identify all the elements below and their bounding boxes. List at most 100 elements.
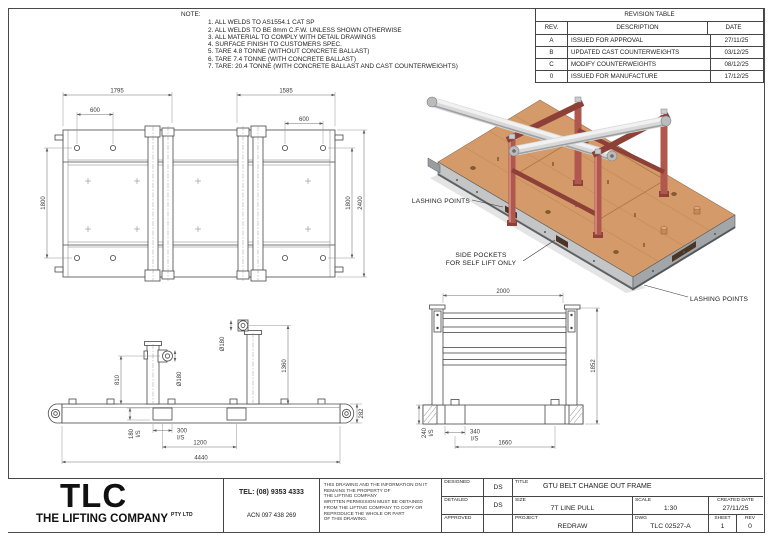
- dim-side-240: 240: [422, 427, 428, 438]
- note-item: 1. ALL WELDS TO AS1554.1 CAT SP: [208, 19, 315, 27]
- dim-front-4440: 4440: [194, 456, 208, 462]
- dim-front-300-is: I/S: [177, 436, 184, 442]
- revision-row: C MODIFY COUNTERWEIGHTS 08/12/25: [536, 59, 763, 71]
- dim-front-1200: 1200: [193, 441, 207, 447]
- dim-plan-1795: 1795: [110, 89, 124, 95]
- rev-cell-tb: REV 0: [737, 515, 763, 532]
- approved-label: APPROVED: [442, 515, 485, 532]
- dim-side-1852: 1852: [591, 359, 597, 373]
- scale-cell: SCALE 1:30: [633, 497, 709, 514]
- company-logo: TLC: [60, 477, 128, 514]
- dim-front-dia180-right: Ø180: [220, 336, 226, 351]
- dim-front-810: 810: [115, 374, 121, 385]
- drawing-sheet-border: [8, 8, 765, 533]
- designed-value: DS: [493, 484, 503, 491]
- iso-annotations: LASHING POINTS SIDE POCKETS FOR SELF LIF…: [412, 198, 749, 303]
- revision-table: REVISION TABLE REV. DESCRIPTION DATE A I…: [535, 8, 764, 83]
- size-cell: SIZE 7T LINE PULL: [513, 497, 633, 514]
- scale-value: 1:30: [663, 505, 678, 512]
- notes-title: NOTE:: [181, 11, 201, 18]
- iso-view: LASHING POINTS SIDE POCKETS FOR SELF LIF…: [412, 96, 749, 303]
- created-date-cell: CREATED DATE 27/11/25: [709, 497, 762, 514]
- dwg-label: DWG: [635, 516, 647, 521]
- description-col-header: DESCRIPTION: [568, 22, 708, 34]
- front-lashing-stubs: [68, 398, 326, 405]
- dim-side-340: 340: [470, 430, 481, 436]
- note-item: 7. TARE: 20.4 TONNE (WITH CONCRETE BALLA…: [208, 63, 458, 71]
- note-item: 5. TARE 4.8 TONNE (WITHOUT CONCRETE BALL…: [208, 48, 370, 56]
- title-cell: TITLE GTU BELT CHANGE OUT FRAME: [513, 479, 763, 496]
- rev-cell: B: [536, 47, 568, 58]
- title-row: TITLE GTU BELT CHANGE OUT FRAME: [513, 479, 763, 497]
- date-cell: 08/12/25: [724, 61, 749, 68]
- sheet-value: 1: [720, 523, 725, 530]
- project-cell: PROJECT REDRAW: [513, 515, 633, 532]
- note-item: 2. ALL WELDS TO BE 8mm C.F.W. UNLESS SHO…: [208, 26, 402, 34]
- detailed-row: DETAILED DS: [442, 497, 512, 515]
- iso-label-side-pockets-1: SIDE POCKETS: [455, 252, 507, 259]
- revision-row: 0 ISSUED FOR MANUFACTURE 17/12/25: [536, 71, 763, 82]
- dim-side-2000: 2000: [496, 289, 510, 295]
- revision-col-header: REV.: [536, 22, 568, 34]
- date-cell: 17/12/25: [724, 73, 749, 80]
- title-label: TITLE: [515, 480, 529, 485]
- company-suffix: PTY LTD: [171, 512, 193, 518]
- rev-cell: A: [536, 35, 568, 46]
- approved-row: APPROVED: [442, 515, 512, 532]
- dim-plan-600-left: 600: [90, 108, 101, 114]
- size-value: 7T LINE PULL: [550, 505, 595, 512]
- dim-plan-2400: 2400: [358, 196, 364, 210]
- iso-label-lashing-right: LASHING POINTS: [690, 296, 749, 303]
- created-date-value: 27/11/25: [722, 505, 749, 512]
- dim-front-180-is: I/S: [136, 430, 142, 437]
- dim-side-240-is: I/S: [429, 429, 435, 436]
- dim-front-282: 282: [359, 408, 365, 419]
- project-dwg-row: PROJECT REDRAW DWG TLC 02527-A SHEET 1 R…: [513, 515, 763, 532]
- notes-block: NOTE: 1. ALL WELDS TO AS1554.1 CAT SP 2.…: [181, 11, 458, 70]
- revision-row: A ISSUED FOR APPROVAL 27/11/25: [536, 35, 763, 47]
- dwg-number: TLC 02527-A: [650, 523, 691, 530]
- rev-label: REV: [744, 516, 756, 521]
- detailed-value: DS: [493, 502, 503, 509]
- size-scale-date-row: SIZE 7T LINE PULL SCALE 1:30 CREATED DAT…: [513, 497, 763, 515]
- title-block: TLC THE LIFTING COMPANY PTY LTD TEL: (08…: [8, 477, 763, 532]
- approved-value: [484, 515, 512, 532]
- plan-bolt-holes: [74, 144, 326, 261]
- company-acn: ACN 097 438 269: [246, 512, 297, 519]
- iso-side-pocket-2: [556, 235, 568, 248]
- designed-row: DESIGNED DS: [442, 479, 512, 497]
- date-col-header: DATE: [725, 24, 742, 31]
- plan-centre-marks: [85, 178, 311, 232]
- scale-label: SCALE: [635, 498, 652, 503]
- dim-front-300: 300: [177, 429, 188, 435]
- rev-cell: 0: [536, 71, 568, 82]
- dim-plan-600-right: 600: [299, 117, 310, 123]
- company-logo-cell: TLC THE LIFTING COMPANY PTY LTD: [8, 477, 225, 532]
- description-cell: UPDATED CAST COUNTERWEIGHTS: [568, 47, 711, 58]
- project-label: PROJECT: [515, 516, 538, 521]
- revision-table-header: REV. DESCRIPTION DATE: [536, 22, 763, 35]
- rev-value: 0: [748, 523, 752, 530]
- dwg-cell: DWG TLC 02527-A: [633, 515, 709, 532]
- project-value: REDRAW: [557, 523, 588, 530]
- copyright-disclaimer: THIS DRAWING AND THE INFORMATION ON IT R…: [320, 479, 443, 532]
- signature-column: DESIGNED DS DETAILED DS APPROVED: [442, 479, 513, 532]
- detailed-label: DETAILED: [442, 497, 485, 514]
- dim-side-1660: 1660: [498, 441, 512, 447]
- dim-front-dia180-left: Ø180: [177, 371, 183, 386]
- description-cell: ISSUED FOR APPROVAL: [568, 35, 711, 46]
- iso-label-lashing-left: LASHING POINTS: [412, 198, 471, 205]
- note-item: 3. ALL MATERIAL TO COMPLY WITH DETAIL DR…: [208, 33, 376, 41]
- iso-label-side-pockets-2: FOR SELF LIFT ONLY: [446, 260, 517, 267]
- description-cell: MODIFY COUNTERWEIGHTS: [568, 59, 711, 70]
- front-view: 810 Ø180 Ø180 1360 282 180 I/S 300 I/S 1…: [47, 319, 365, 464]
- description-cell: ISSUED FOR MANUFACTURE: [568, 71, 711, 82]
- dim-side-340-is: I/S: [471, 437, 478, 443]
- dim-plan-1800-left: 1800: [41, 196, 47, 210]
- sheet-label: SHEET: [714, 516, 731, 521]
- dim-front-180: 180: [129, 428, 135, 439]
- rev-cell: C: [536, 59, 568, 70]
- created-date-label: CREATED DATE: [716, 498, 755, 503]
- note-item: 4. SURFACE FINISH TO CUSTOMERS SPEC.: [208, 41, 342, 49]
